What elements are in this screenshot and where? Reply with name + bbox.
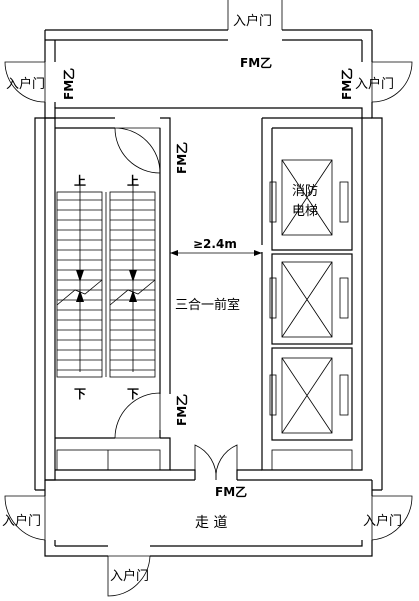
fire-door-label-stair-top: FM乙: [175, 142, 189, 174]
door-labels: 入户门 入户门 入户门 入户门 入户门 入户门 FM乙 FM乙 FM乙 FM乙 …: [2, 13, 402, 584]
elevator-core: 消防 电梯: [261, 117, 363, 471]
fire-door-label-left-top: FM乙: [62, 68, 76, 100]
stair-fire-doors: [114, 127, 161, 439]
fire-door-label-top: FM乙: [240, 56, 272, 70]
combined-lobby: ≥2.4m 三合一前室: [170, 237, 262, 313]
stair-label-up-left: 上: [74, 173, 86, 188]
combined-lobby-label: 三合一前室: [175, 297, 240, 313]
stair-flights: 上 上 下 下: [56, 173, 156, 401]
stair-label-down-left: 下: [74, 387, 86, 401]
min-width-dimension: ≥2.4m: [193, 237, 237, 251]
corridor-label: 走 道: [195, 515, 227, 531]
fire-door-label-bottom: FM乙: [215, 485, 247, 499]
entry-door-label-left-top: 入户门: [6, 76, 45, 92]
entry-door-label-top: 入户门: [233, 13, 272, 29]
fire-elevator-label-1: 消防: [292, 183, 318, 199]
elevator-2-car: [281, 261, 333, 338]
lobby-corridor-fire-door: [45, 444, 372, 481]
elevator-3-car: [281, 357, 333, 434]
fire-door-label-right-top: FM乙: [340, 68, 354, 100]
fire-door-label-stair-bottom: FM乙: [175, 394, 189, 426]
entry-door-label-left-bottom: 入户门: [2, 513, 41, 529]
entry-doors: [4, 0, 413, 597]
stair-label-up-right: 上: [127, 173, 139, 188]
entry-door-label-right-bottom: 入户门: [363, 513, 402, 529]
entry-door-label-right-top: 入户门: [355, 76, 394, 92]
entry-door-label-bottom: 入户门: [110, 568, 149, 584]
outer-walls: [34, 29, 383, 557]
fire-elevator-car: [281, 159, 333, 236]
stair-label-down-right: 下: [127, 387, 139, 401]
fire-elevator-label-2: 电梯: [292, 204, 318, 219]
